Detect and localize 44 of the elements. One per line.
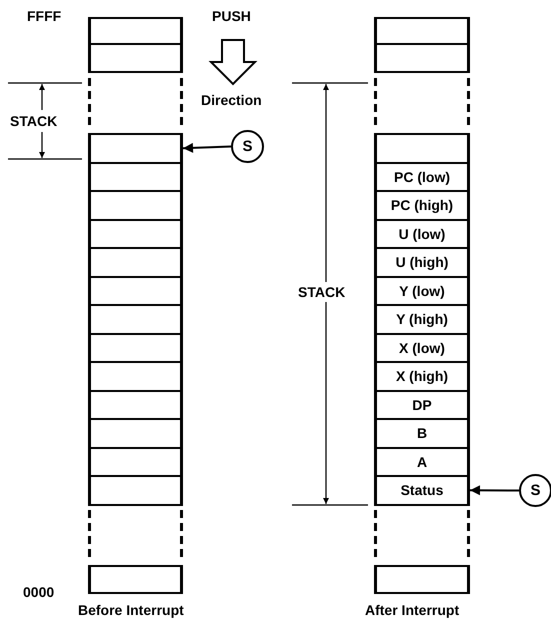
memory-cell: X (low) xyxy=(374,332,470,363)
memory-cell: Y (low) xyxy=(374,276,470,306)
text-label: FFFF xyxy=(27,8,62,24)
memory-cell xyxy=(88,162,183,192)
memory-cell xyxy=(88,17,183,45)
memory-cell: Status xyxy=(374,475,470,506)
memory-cell: X (high) xyxy=(374,361,470,392)
memory-cell xyxy=(88,218,183,249)
memory-cell xyxy=(374,17,470,45)
memory-cell: U (high) xyxy=(374,247,470,278)
memory-cell xyxy=(88,446,183,477)
arrow xyxy=(470,485,519,496)
arrow xyxy=(182,142,232,153)
memory-cell: DP xyxy=(374,390,470,420)
memory-cell xyxy=(88,475,183,506)
memory-cell xyxy=(88,332,183,363)
memory-cell xyxy=(374,565,470,594)
memory-cell: U (low) xyxy=(374,218,470,249)
memory-cell xyxy=(88,43,183,73)
memory-cell xyxy=(88,190,183,220)
memory-cell xyxy=(88,418,183,448)
register-circle: S xyxy=(231,130,264,163)
memory-cell: Y (high) xyxy=(374,304,470,334)
text-label: After Interrupt xyxy=(365,602,460,618)
text-label: 0000 xyxy=(23,584,54,600)
memory-cell xyxy=(88,304,183,334)
memory-cell: PC (high) xyxy=(374,190,470,220)
register-circle: S xyxy=(519,474,551,507)
memory-cell xyxy=(374,133,470,164)
memory-cell: A xyxy=(374,446,470,477)
text-label: Direction xyxy=(201,92,262,108)
memory-cell xyxy=(88,133,183,164)
text-label: PUSH xyxy=(212,8,251,24)
text-label: STACK xyxy=(298,284,346,300)
memory-cell xyxy=(88,390,183,420)
text-label: Before Interrupt xyxy=(78,602,184,618)
memory-cell: B xyxy=(374,418,470,448)
memory-cell xyxy=(88,276,183,306)
memory-cell xyxy=(374,43,470,73)
memory-cell xyxy=(88,247,183,278)
memory-cell xyxy=(88,361,183,392)
memory-cell: PC (low) xyxy=(374,162,470,192)
memory-cell xyxy=(88,565,183,594)
text-label: STACK xyxy=(10,113,58,129)
